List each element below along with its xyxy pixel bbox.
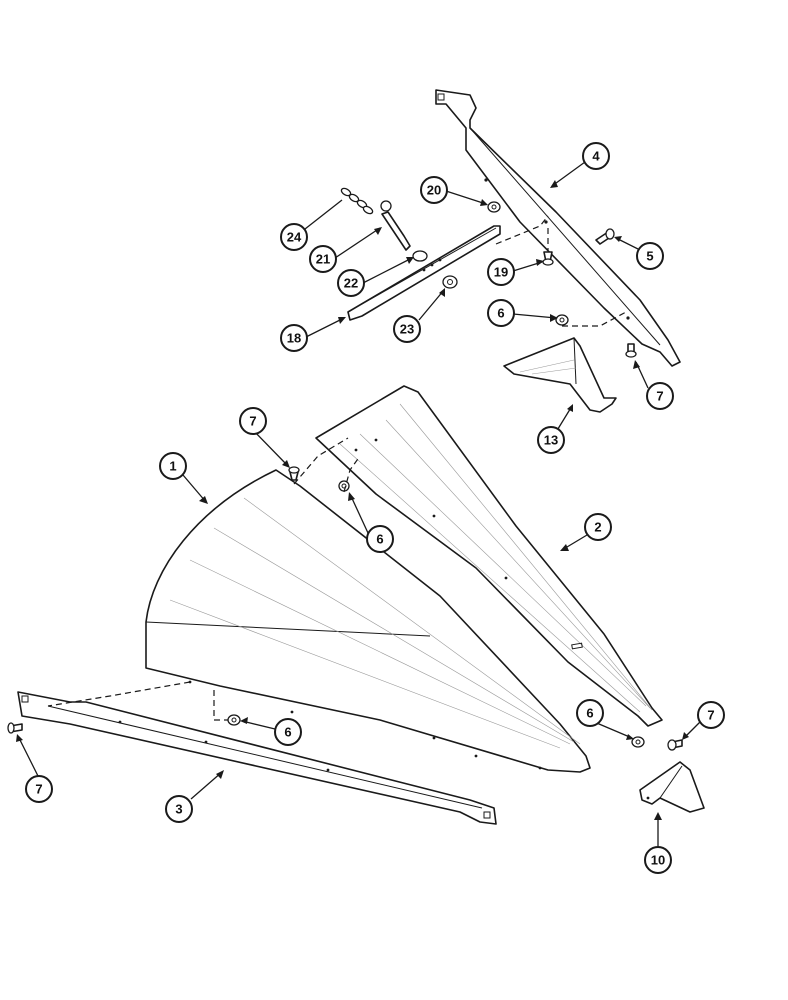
callout-label: 6 — [497, 306, 504, 321]
callout-label: 23 — [400, 322, 414, 337]
callout-4: 4 — [582, 142, 610, 170]
callout-6: 6 — [274, 718, 302, 746]
callout-label: 4 — [592, 149, 600, 164]
callout-label: 7 — [656, 389, 663, 404]
callout-label: 6 — [586, 706, 593, 721]
callout-3: 3 — [165, 795, 193, 823]
callout-5: 5 — [636, 242, 664, 270]
part-4-upper-rail — [435, 89, 681, 367]
callout-label: 7 — [35, 782, 42, 797]
callout-7: 7 — [697, 701, 725, 729]
part-19-bolt — [542, 251, 554, 266]
callout-6: 6 — [576, 699, 604, 727]
callout-label: 13 — [544, 433, 558, 448]
callout-20: 20 — [420, 176, 448, 204]
fastener-bolt-7-mid — [288, 466, 300, 481]
part-1-left-panel — [145, 469, 591, 773]
part-18-short-bar — [347, 225, 501, 321]
part-24-chain — [340, 187, 374, 215]
fastener-bolt-7-rail — [625, 343, 637, 358]
part-2-right-panel — [315, 385, 663, 727]
part-10-corner-bracket — [639, 761, 705, 813]
part-13-bracket — [503, 337, 617, 413]
callout-10: 10 — [644, 846, 672, 874]
part-21-pin — [380, 200, 411, 251]
callout-label: 2 — [594, 520, 601, 535]
fastener-nut-6-top — [555, 314, 569, 326]
part-3-lower-strip — [17, 691, 497, 825]
part-23-nut — [442, 275, 458, 289]
callout-1: 1 — [159, 452, 187, 480]
callout-label: 24 — [287, 230, 302, 245]
callout-label: 7 — [249, 414, 256, 429]
rail-slot — [437, 93, 445, 101]
callout-24: 24 — [280, 223, 308, 251]
callout-label: 10 — [651, 853, 665, 868]
callout-18: 18 — [280, 324, 308, 352]
callout-13: 13 — [537, 426, 565, 454]
fastener-bolt-7-left — [7, 722, 23, 734]
callout-6: 6 — [487, 299, 515, 327]
arrowheads — [16, 180, 689, 820]
callout-label: 18 — [287, 331, 301, 346]
callout-label: 1 — [169, 459, 176, 474]
part-20-nut — [487, 201, 501, 213]
fastener-bolt-5 — [595, 228, 615, 245]
callout-6: 6 — [366, 525, 394, 553]
callout-2: 2 — [584, 513, 612, 541]
fastener-nut-6-right — [631, 736, 645, 748]
callout-23: 23 — [393, 315, 421, 343]
assembly-lines — [47, 215, 627, 721]
callout-label: 19 — [494, 265, 508, 280]
fastener-nut-6-mid — [338, 480, 350, 492]
callout-7: 7 — [646, 382, 674, 410]
callout-label: 7 — [707, 708, 714, 723]
callout-7: 7 — [239, 407, 267, 435]
callout-label: 5 — [646, 249, 653, 264]
callout-label: 22 — [344, 276, 358, 291]
fastener-nut-6-left — [227, 714, 241, 726]
callout-label: 3 — [175, 802, 182, 817]
callout-label: 20 — [427, 183, 441, 198]
callout-label: 6 — [376, 532, 383, 547]
callout-21: 21 — [309, 245, 337, 273]
callout-19: 19 — [487, 258, 515, 286]
callout-22: 22 — [337, 269, 365, 297]
fastener-bolt-7-right — [667, 739, 683, 751]
callout-label: 6 — [284, 725, 291, 740]
callout-label: 21 — [316, 252, 330, 267]
callout-7: 7 — [25, 775, 53, 803]
part-22-spacer — [412, 250, 428, 262]
